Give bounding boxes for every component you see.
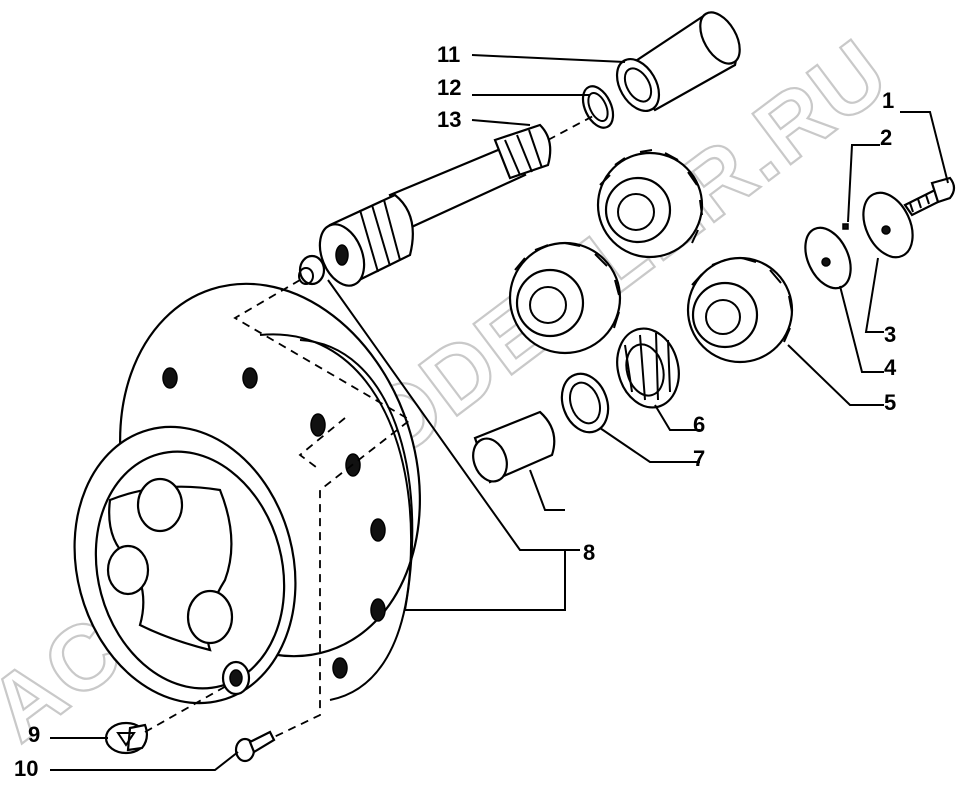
washer-4 [804, 226, 852, 290]
planet-gear-right [686, 256, 794, 364]
ring-12 [581, 85, 615, 129]
callout-2: 2 [880, 125, 892, 150]
callout-9: 9 [28, 722, 40, 747]
callout-13: 13 [437, 107, 461, 132]
planet-gear-middle [508, 241, 622, 355]
pin-2 [842, 223, 849, 230]
callout-10: 10 [14, 756, 38, 781]
leader-lines [50, 54, 949, 771]
callout-8: 8 [583, 540, 595, 565]
callout-labels: 11 12 13 1 2 3 4 5 6 7 8 9 10 [14, 42, 897, 781]
sleeve-11 [615, 11, 741, 112]
plug-9 [104, 721, 149, 755]
needle-bearing-6 [616, 327, 680, 409]
callout-3: 3 [884, 322, 896, 347]
plug [298, 254, 326, 286]
washer-3 [862, 191, 914, 259]
callout-7: 7 [693, 446, 705, 471]
planet-pin-8 [472, 410, 556, 484]
sun-shaft-13 [318, 114, 596, 287]
callout-1: 1 [882, 88, 894, 113]
callout-11: 11 [437, 42, 460, 67]
bolt-1 [903, 176, 956, 217]
thrust-washer-7 [560, 372, 610, 434]
callout-5: 5 [884, 390, 896, 415]
assembly-dashed-lines [144, 279, 412, 739]
screw-10 [234, 730, 276, 763]
planet-gear-top [596, 149, 704, 259]
callout-6: 6 [693, 412, 705, 437]
hub-housing [73, 282, 421, 705]
callout-4: 4 [884, 355, 897, 380]
callout-12: 12 [437, 75, 461, 100]
